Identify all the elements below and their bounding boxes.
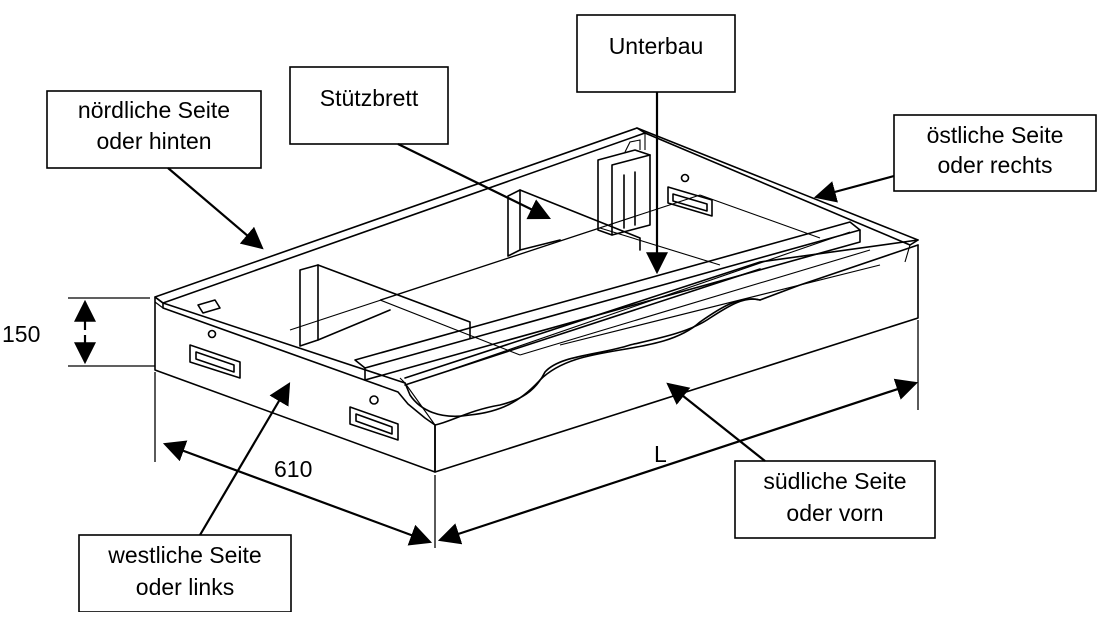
north-side-label-line2: oder hinten [96, 128, 211, 154]
height-dimension-label: 150 [2, 321, 40, 347]
east-side-label-line1: östliche Seite [927, 122, 1064, 148]
west-handle-cutout-2 [349, 406, 399, 441]
west-side-label-line2: oder links [136, 574, 234, 600]
length-dimension-label: L [654, 441, 667, 467]
east-side-label-line2: oder rechts [937, 152, 1052, 178]
callout-west-side: westliche Seite oder links [78, 382, 292, 613]
callout-south-side: südliche Seite oder vorn [666, 382, 936, 539]
west-side-label-line1: westliche Seite [107, 542, 261, 568]
west-handle-cutout-1 [189, 344, 241, 379]
length-dimension [437, 320, 919, 545]
unterbau-label: Unterbau [609, 33, 704, 59]
height-dimension [68, 297, 155, 367]
south-wall-cutout [404, 244, 919, 418]
south-side-label-line1: südliche Seite [763, 468, 906, 494]
width-dimension [154, 372, 436, 548]
callout-north-side: nördliche Seite oder hinten [46, 90, 264, 250]
callout-unterbau: Unterbau [576, 14, 736, 275]
width-dimension-label: 610 [274, 456, 312, 482]
upright-post [597, 149, 651, 236]
south-wall [434, 244, 919, 473]
callout-stuetzbrett: Stützbrett [289, 66, 551, 220]
east-wall-rim [636, 127, 919, 246]
stuetzbrett-label: Stützbrett [320, 85, 419, 111]
base-beam [354, 221, 861, 369]
west-wall [154, 296, 436, 473]
callout-east-side: östliche Seite oder rechts [813, 114, 1097, 203]
east-handle-cutout [667, 186, 713, 217]
south-side-label-line2: oder vorn [786, 500, 883, 526]
support-board [299, 264, 319, 347]
north-side-label-line1: nördliche Seite [78, 97, 230, 123]
